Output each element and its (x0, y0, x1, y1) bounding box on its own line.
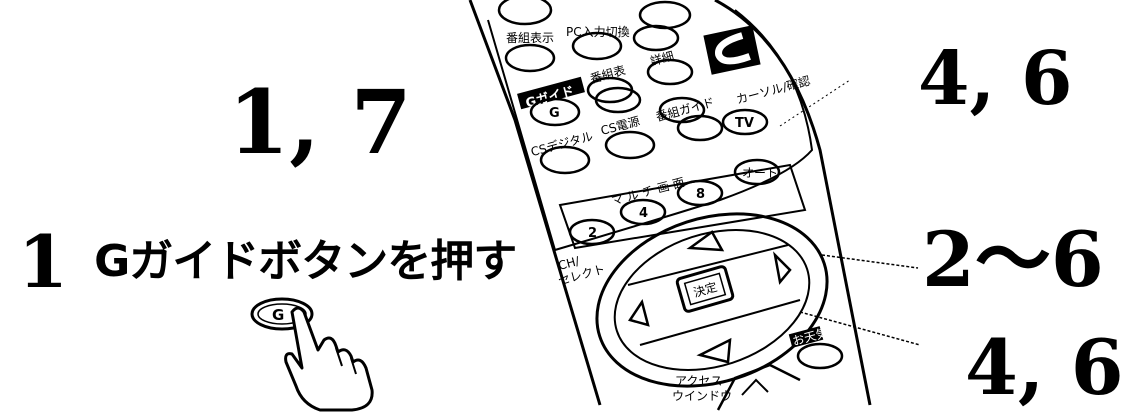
label-cs-digital: CSデジタル (529, 128, 594, 159)
multi-button-2[interactable]: 2 (568, 218, 616, 246)
svg-text:決定: 決定 (692, 279, 719, 300)
svg-text:8: 8 (696, 187, 705, 202)
step-text: Gガイドボタンを押す (94, 236, 517, 287)
step-number: 1 (18, 219, 69, 304)
arrow-left-icon[interactable] (628, 298, 650, 327)
label-bangumi-hyoji: 番組表示 (506, 31, 554, 45)
step-instruction: 1 Gガイドボタンを押す (18, 219, 517, 304)
arrow-right-icon[interactable] (773, 251, 792, 285)
svg-text:G: G (549, 106, 560, 121)
center-confirm-button[interactable]: 決定 (675, 265, 735, 313)
svg-text:4: 4 (639, 206, 648, 221)
multi-button-4[interactable]: 4 (619, 198, 667, 226)
svg-text:G: G (272, 306, 284, 324)
svg-text:TV: TV (735, 116, 754, 131)
remote-panel-frame (487, 9, 814, 252)
label-ch: CH/ (557, 254, 582, 273)
hand-pointer-icon: G (250, 297, 374, 412)
svg-text:2: 2 (588, 226, 597, 241)
callout-steps-2-6: 2〜6 (922, 215, 1104, 304)
g-guide-button[interactable]: G (529, 97, 581, 127)
label-window: ウインドウ (672, 389, 732, 403)
arrow-down-icon[interactable] (696, 337, 732, 364)
access-window-button[interactable] (716, 363, 801, 411)
label-multi-screen: マ ル チ 画 面 (610, 175, 686, 208)
auto-button[interactable]: オート (733, 158, 781, 186)
multi-button-8[interactable]: 8 (676, 179, 724, 207)
callout-steps-1-7: 1, 7 (228, 70, 412, 174)
logo-c-icon (703, 25, 761, 75)
tv-button[interactable]: TV (721, 108, 769, 136)
callout-steps-4-6-top: 4, 6 (918, 36, 1073, 122)
weather-button[interactable]: お天気 (788, 325, 844, 370)
label-access: アクセス (675, 374, 722, 388)
arrow-up-icon[interactable] (686, 230, 725, 252)
callout-steps-4-6-bottom: 4, 6 (965, 323, 1124, 412)
